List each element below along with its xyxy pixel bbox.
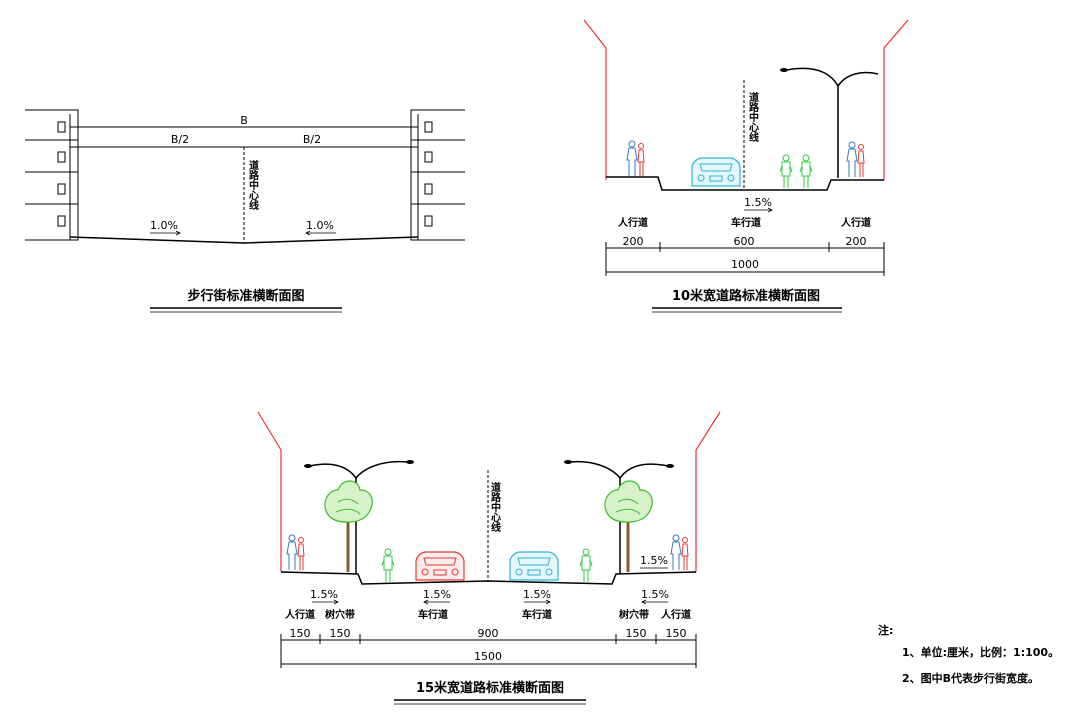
dim-sidewalk-left: 150 (290, 627, 311, 640)
dim-total: 1000 (731, 258, 759, 271)
dim-carriageway: 600 (734, 235, 755, 248)
notes-block: 注: 1、单位:厘米，比例：1:100。 2、图中B代表步行街宽度。 (878, 622, 1068, 692)
road-surface (69, 236, 419, 244)
pedestrian-title: 步行街标准横断面图 (187, 288, 304, 304)
building-line-left (583, 19, 607, 180)
road-profile (606, 176, 884, 191)
slope-label: 1.5% (744, 196, 772, 209)
right-building (410, 109, 465, 241)
sidewalk-right-label: 人行道 (841, 216, 871, 229)
carriageway-right-label: 车行道 (522, 608, 552, 621)
cyclist-icon (779, 154, 793, 189)
dim-sidewalk-left: 200 (623, 235, 644, 248)
slope-right-label: 1.5% (641, 588, 669, 601)
pedestrians-left (626, 140, 645, 177)
slope-sidewalk-label: 1.5% (640, 554, 668, 567)
dim-half-right-label: B/2 (303, 133, 321, 146)
slope-right-label: 1.0% (306, 219, 334, 232)
building-line-right (695, 411, 721, 572)
slope-carriage-left-label: 1.5% (423, 588, 451, 601)
sidewalk-left-label: 人行道 (618, 216, 648, 229)
left-building (25, 109, 79, 241)
tree-pit-left-label: 树穴带 (325, 608, 355, 621)
carriageway-left-label: 车行道 (418, 608, 448, 621)
centerline-label: 道路中心线 (747, 91, 759, 143)
car-red-icon (415, 551, 465, 581)
road-10m-section: 道路中心线 1.5% 人行道 车行道 人行道 (583, 19, 909, 313)
centerline-label: 道路中心线 (489, 481, 501, 533)
slope-left-label: 1.5% (310, 588, 338, 601)
car-cyan-icon (509, 551, 559, 581)
tree-pit-right-label: 树穴带 (619, 608, 649, 621)
sidewalk-right-label: 人行道 (661, 608, 691, 621)
slope-carriage-right-label: 1.5% (523, 588, 551, 601)
carriageway-label: 车行道 (731, 216, 761, 229)
dim-carriageway: 900 (478, 627, 499, 640)
road15-title: 15米宽道路标准横断面图 (416, 680, 564, 696)
pedestrians-right (670, 534, 689, 571)
cyclist-icon (381, 548, 395, 583)
cyclist-icon (579, 548, 593, 583)
pedestrians-right (846, 141, 865, 178)
pedestrians-left (286, 534, 305, 571)
building-line-left (257, 411, 282, 572)
street-lamp-right (564, 460, 674, 574)
dim-total: 1500 (474, 650, 502, 663)
tree-icon (323, 479, 374, 574)
dim-half-left-label: B/2 (171, 133, 189, 146)
notes-heading: 注: (878, 624, 894, 637)
notes-line-1: 1、单位:厘米，比例：1:100。 (902, 646, 1060, 659)
notes-line-2: 2、图中B代表步行街宽度。 (902, 672, 1040, 685)
pedestrian-street-section: B B/2 B/2 道路中心线 1.0% 1.0% 步行街标准横断面图 (25, 109, 465, 313)
street-lamp (780, 67, 879, 178)
dim-tree-pit-left: 150 (330, 627, 351, 640)
road-15m-section: 道路中心线 (257, 411, 721, 705)
dim-sidewalk-right: 200 (846, 235, 867, 248)
cyclist-icon (799, 154, 813, 189)
slope-left-label: 1.0% (150, 219, 178, 232)
road10-title: 10米宽道路标准横断面图 (672, 288, 820, 304)
building-line-right (883, 19, 909, 180)
car-icon (691, 157, 741, 187)
sidewalk-left-label: 人行道 (285, 608, 315, 621)
dim-sidewalk-right: 150 (666, 627, 687, 640)
centerline-label: 道路中心线 (247, 159, 259, 211)
dim-tree-pit-right: 150 (626, 627, 647, 640)
dim-total-label: B (240, 114, 248, 127)
